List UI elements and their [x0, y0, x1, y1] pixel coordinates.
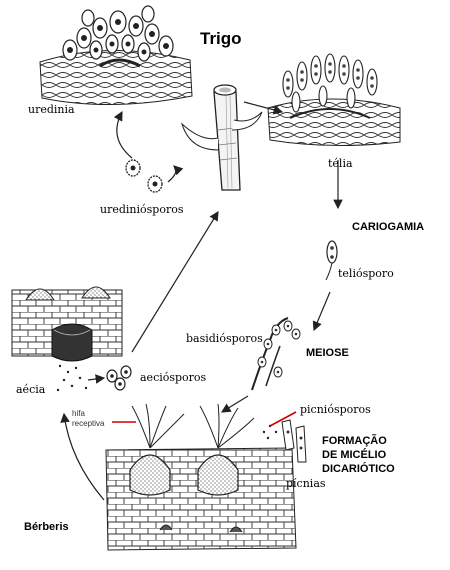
basidium-illustration	[251, 317, 301, 391]
aecia-illustration	[11, 286, 123, 392]
arrow-berberis-to-aecia	[60, 412, 105, 501]
pycnia-leaf-section	[105, 403, 297, 551]
pycniospores-illustration	[262, 419, 307, 463]
telia-illustration	[267, 53, 401, 147]
host-title-wheat: Trigo	[200, 29, 242, 48]
label-telia: télia	[328, 157, 353, 170]
label-pycniospores: picniósporos	[300, 403, 371, 416]
label-basidiospores: basidiósporos	[186, 332, 263, 345]
label-uredinia: urediniа	[28, 103, 75, 116]
label-aeciospores: aeciósporos	[140, 371, 207, 384]
arrow-basidiospores-to-pycnia	[220, 395, 249, 413]
label-receptive-hypha-1: hifa	[72, 409, 85, 418]
label-receptive-hypha-2: receptiva	[72, 419, 105, 428]
urediniospores-illustration	[125, 159, 163, 193]
wheat-stem-illustration	[180, 84, 263, 191]
label-pycnia: pícnias	[286, 477, 326, 490]
arrow-uredinia-cycle-down	[167, 165, 184, 183]
label-meiosis: MEIOSE	[306, 347, 349, 359]
pycniospores-pointer	[269, 411, 297, 427]
arrow-aecia-to-aeciospores	[87, 374, 106, 384]
label-urediniospores: urediniósporos	[100, 203, 184, 216]
label-dikaryotic-2: DE MICÉLIO	[322, 449, 387, 461]
uredinia-illustration	[39, 5, 193, 106]
teliospore-illustration	[325, 240, 338, 281]
arrow-aeciospores-to-stem	[131, 210, 219, 353]
label-teliospore: teliósporo	[338, 267, 394, 280]
label-dikaryotic-3: DICARIÓTICO	[322, 463, 395, 475]
label-dikaryotic-1: FORMAÇÃO	[322, 435, 387, 447]
label-aecia: aécia	[16, 383, 46, 396]
label-karyogamy: CARIOGAMIA	[352, 221, 425, 233]
arrow-teliospore-to-meiosis	[312, 291, 331, 332]
arrow-stem-to-telia	[243, 101, 284, 115]
aeciospores-illustration	[106, 365, 132, 391]
label-berberis: Bérberis	[24, 521, 69, 533]
arrow-uredinia-cycle-up	[113, 110, 133, 159]
